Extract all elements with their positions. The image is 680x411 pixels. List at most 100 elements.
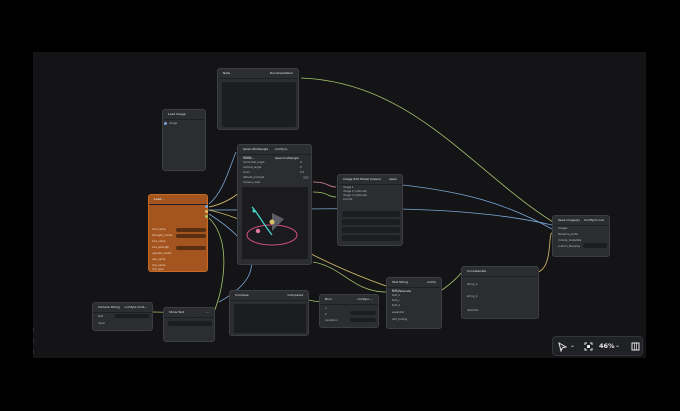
node-source: Documentation bbox=[269, 71, 293, 75]
concatenate-node[interactable]: Concatenate string_a string_b delimiter bbox=[461, 266, 539, 319]
svg-text:·: · bbox=[258, 194, 259, 198]
model-select[interactable] bbox=[342, 219, 400, 225]
param-label: delimiter bbox=[467, 309, 479, 312]
select-field[interactable] bbox=[176, 234, 206, 238]
image-edit-node[interactable]: Image Edit Model (Qwen) qwen image 1 imag… bbox=[337, 174, 403, 246]
param-label: add_trailing bbox=[392, 318, 408, 321]
bool-node[interactable]: Bool comfyui-... a b operation bbox=[319, 294, 379, 328]
param-value[interactable]: 0 bbox=[300, 161, 302, 164]
port-label: text_b bbox=[392, 294, 401, 297]
side-mark: | bbox=[33, 349, 35, 354]
chevron-down-icon[interactable]: ⌄ bbox=[615, 342, 621, 349]
load-image-node[interactable]: Load Image image bbox=[162, 109, 206, 171]
toggle-switch[interactable] bbox=[303, 176, 309, 179]
compare-preview[interactable] bbox=[234, 304, 306, 333]
minimap-icon[interactable] bbox=[631, 342, 640, 351]
param-label: lora_strength bbox=[152, 246, 170, 249]
node-source: ComfyUI core bbox=[583, 218, 604, 222]
param-label: vae_name bbox=[152, 258, 166, 261]
port-label: images bbox=[558, 227, 568, 230]
camera-angle-node[interactable]: Qwen Multiangle Came...comfyui-qwenmulti… bbox=[237, 144, 312, 265]
note-node[interactable]: Note Documentation bbox=[217, 68, 299, 130]
param-label: operation bbox=[325, 319, 338, 322]
node-title: Text String · Concatenate bbox=[392, 280, 412, 293]
param-label: vertical_angle bbox=[243, 166, 262, 169]
node-title: Concatenate bbox=[467, 269, 487, 273]
param-label: input bbox=[98, 322, 105, 325]
zoom-level[interactable]: 46% bbox=[599, 342, 615, 350]
port-label: image 1 bbox=[343, 186, 354, 189]
camera-handle[interactable] bbox=[255, 228, 261, 234]
target-handle[interactable] bbox=[269, 219, 275, 225]
wire bbox=[208, 217, 225, 315]
wire bbox=[537, 232, 553, 273]
node-title: Note bbox=[223, 71, 231, 75]
node-source: Compared bbox=[287, 293, 303, 297]
param-label: string_a bbox=[467, 283, 478, 286]
canvas-toolbar: ⌄ 46% ⌄ bbox=[552, 336, 643, 356]
param-label: image bbox=[243, 156, 252, 159]
output-port[interactable] bbox=[205, 205, 208, 208]
save-image-node[interactable]: Save Image(s)ComfyUI core images filenam… bbox=[552, 215, 610, 257]
text-field[interactable] bbox=[583, 243, 607, 248]
show-text-node[interactable]: Show Text... bbox=[163, 307, 215, 342]
node-source: ... bbox=[206, 310, 209, 314]
param-label: lora_name bbox=[152, 240, 166, 243]
param-label: camera_view bbox=[243, 181, 261, 184]
port-label: text_d bbox=[392, 304, 401, 307]
param-label: strength_model bbox=[152, 234, 173, 237]
prompt-field[interactable] bbox=[342, 211, 400, 217]
wire bbox=[208, 151, 237, 205]
model-select[interactable] bbox=[342, 227, 400, 233]
wire bbox=[312, 181, 337, 188]
select-field[interactable] bbox=[176, 228, 206, 232]
node-source: comfyui-... bbox=[357, 297, 373, 301]
node-title: Load... bbox=[154, 197, 165, 201]
node-title: Save Image(s) bbox=[558, 218, 580, 222]
input-port[interactable] bbox=[164, 122, 167, 125]
value-field[interactable] bbox=[350, 311, 376, 315]
port-label: image bbox=[169, 122, 178, 125]
param-label: clip_name bbox=[152, 264, 166, 267]
node-title: Show Text bbox=[169, 310, 185, 314]
wire bbox=[402, 184, 553, 230]
node-graph-canvas[interactable]: Note Documentation Load Image image Qwen … bbox=[33, 52, 646, 358]
value-field[interactable] bbox=[350, 318, 376, 322]
model-select[interactable] bbox=[342, 235, 400, 241]
lora-loader-node[interactable]: Load... lora_name strength_model lora_na… bbox=[148, 194, 208, 272]
node-title: Bool bbox=[325, 297, 332, 301]
select-field[interactable] bbox=[176, 246, 206, 250]
port-label: prompt bbox=[343, 198, 353, 201]
output-port[interactable] bbox=[205, 210, 208, 213]
node-source: comfyui-mult... bbox=[124, 305, 147, 309]
port-label: image 2 (optional) bbox=[343, 190, 367, 193]
node-title: Image Edit Model (Qwen) bbox=[343, 177, 381, 181]
node-title: Camera String bbox=[98, 305, 120, 309]
port-label: text_c bbox=[392, 299, 400, 302]
node-source: comfy bbox=[426, 280, 436, 284]
value-field[interactable] bbox=[115, 314, 149, 318]
wire bbox=[441, 272, 462, 291]
param-label: a bbox=[325, 307, 327, 310]
param-label: filename_prefix bbox=[558, 233, 579, 236]
param-label: horizontal_angle bbox=[243, 161, 265, 164]
node-source: qwen bbox=[388, 177, 397, 181]
port-label: image 3 (optional) bbox=[343, 194, 367, 197]
output-port[interactable] bbox=[205, 215, 208, 218]
note-text-area[interactable] bbox=[222, 82, 296, 127]
chevron-down-icon[interactable]: ⌄ bbox=[570, 342, 576, 349]
param-label: default_prompts bbox=[243, 176, 265, 179]
param-label: b bbox=[325, 313, 327, 316]
param-label: clip_type bbox=[152, 268, 164, 271]
param-label: custom_filename bbox=[558, 245, 581, 248]
fit-view-icon[interactable] bbox=[584, 342, 593, 351]
param-label: include_metadata bbox=[558, 239, 582, 242]
param-value[interactable]: 5.0 bbox=[300, 171, 305, 174]
param-value[interactable]: 0 bbox=[300, 166, 302, 169]
cursor-icon[interactable] bbox=[558, 342, 567, 352]
camera-3d-viewport[interactable]: · bbox=[242, 187, 308, 259]
side-mark: | bbox=[33, 327, 35, 332]
